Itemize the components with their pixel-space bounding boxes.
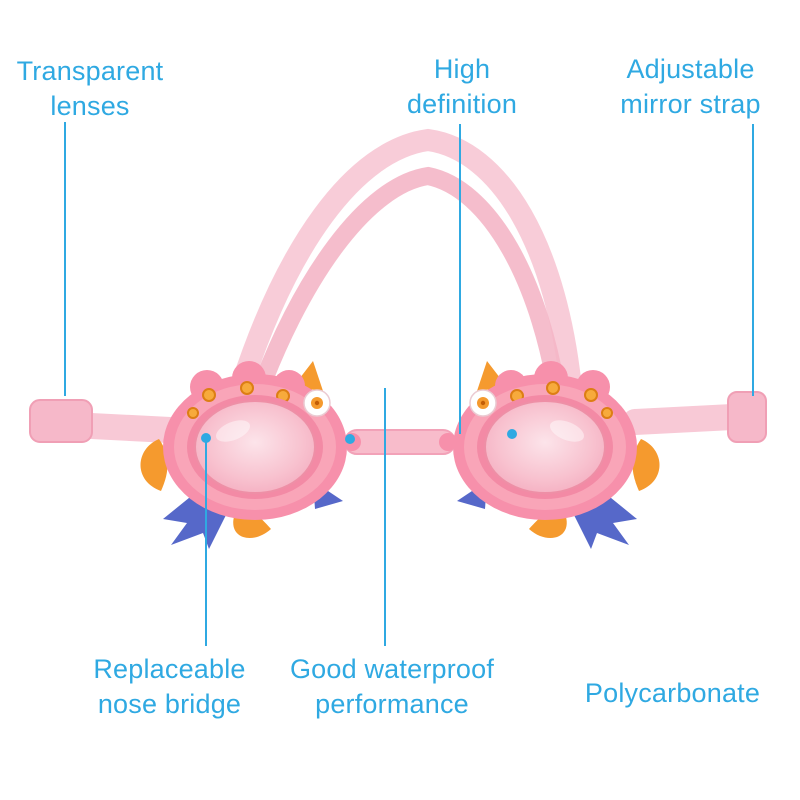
annotation-high-definition: High definition xyxy=(406,54,518,120)
annotation-good-waterproof-performance: Good waterproof performance xyxy=(289,654,495,720)
marker-left-lens-dot xyxy=(201,433,211,443)
marker-right-lens-dot xyxy=(507,429,517,439)
annotation-polycarbonate: Polycarbonate xyxy=(584,678,761,708)
left-strap-adjuster xyxy=(29,399,93,443)
right-eyepiece xyxy=(452,360,661,550)
annotation-transparent-lenses: Transparent lenses xyxy=(16,56,164,122)
head-strap xyxy=(29,128,767,443)
annotation-replaceable-nose-bridge: Replaceable nose bridge xyxy=(93,654,246,720)
annotation-adjustable-mirror-strap: Adjustable mirror strap xyxy=(620,54,761,120)
marker-inner-seal-dot xyxy=(345,434,355,444)
right-strap-adjuster xyxy=(727,391,767,443)
nose-bridge xyxy=(343,429,457,455)
left-eyepiece xyxy=(139,360,348,550)
callout-lines xyxy=(64,122,754,646)
